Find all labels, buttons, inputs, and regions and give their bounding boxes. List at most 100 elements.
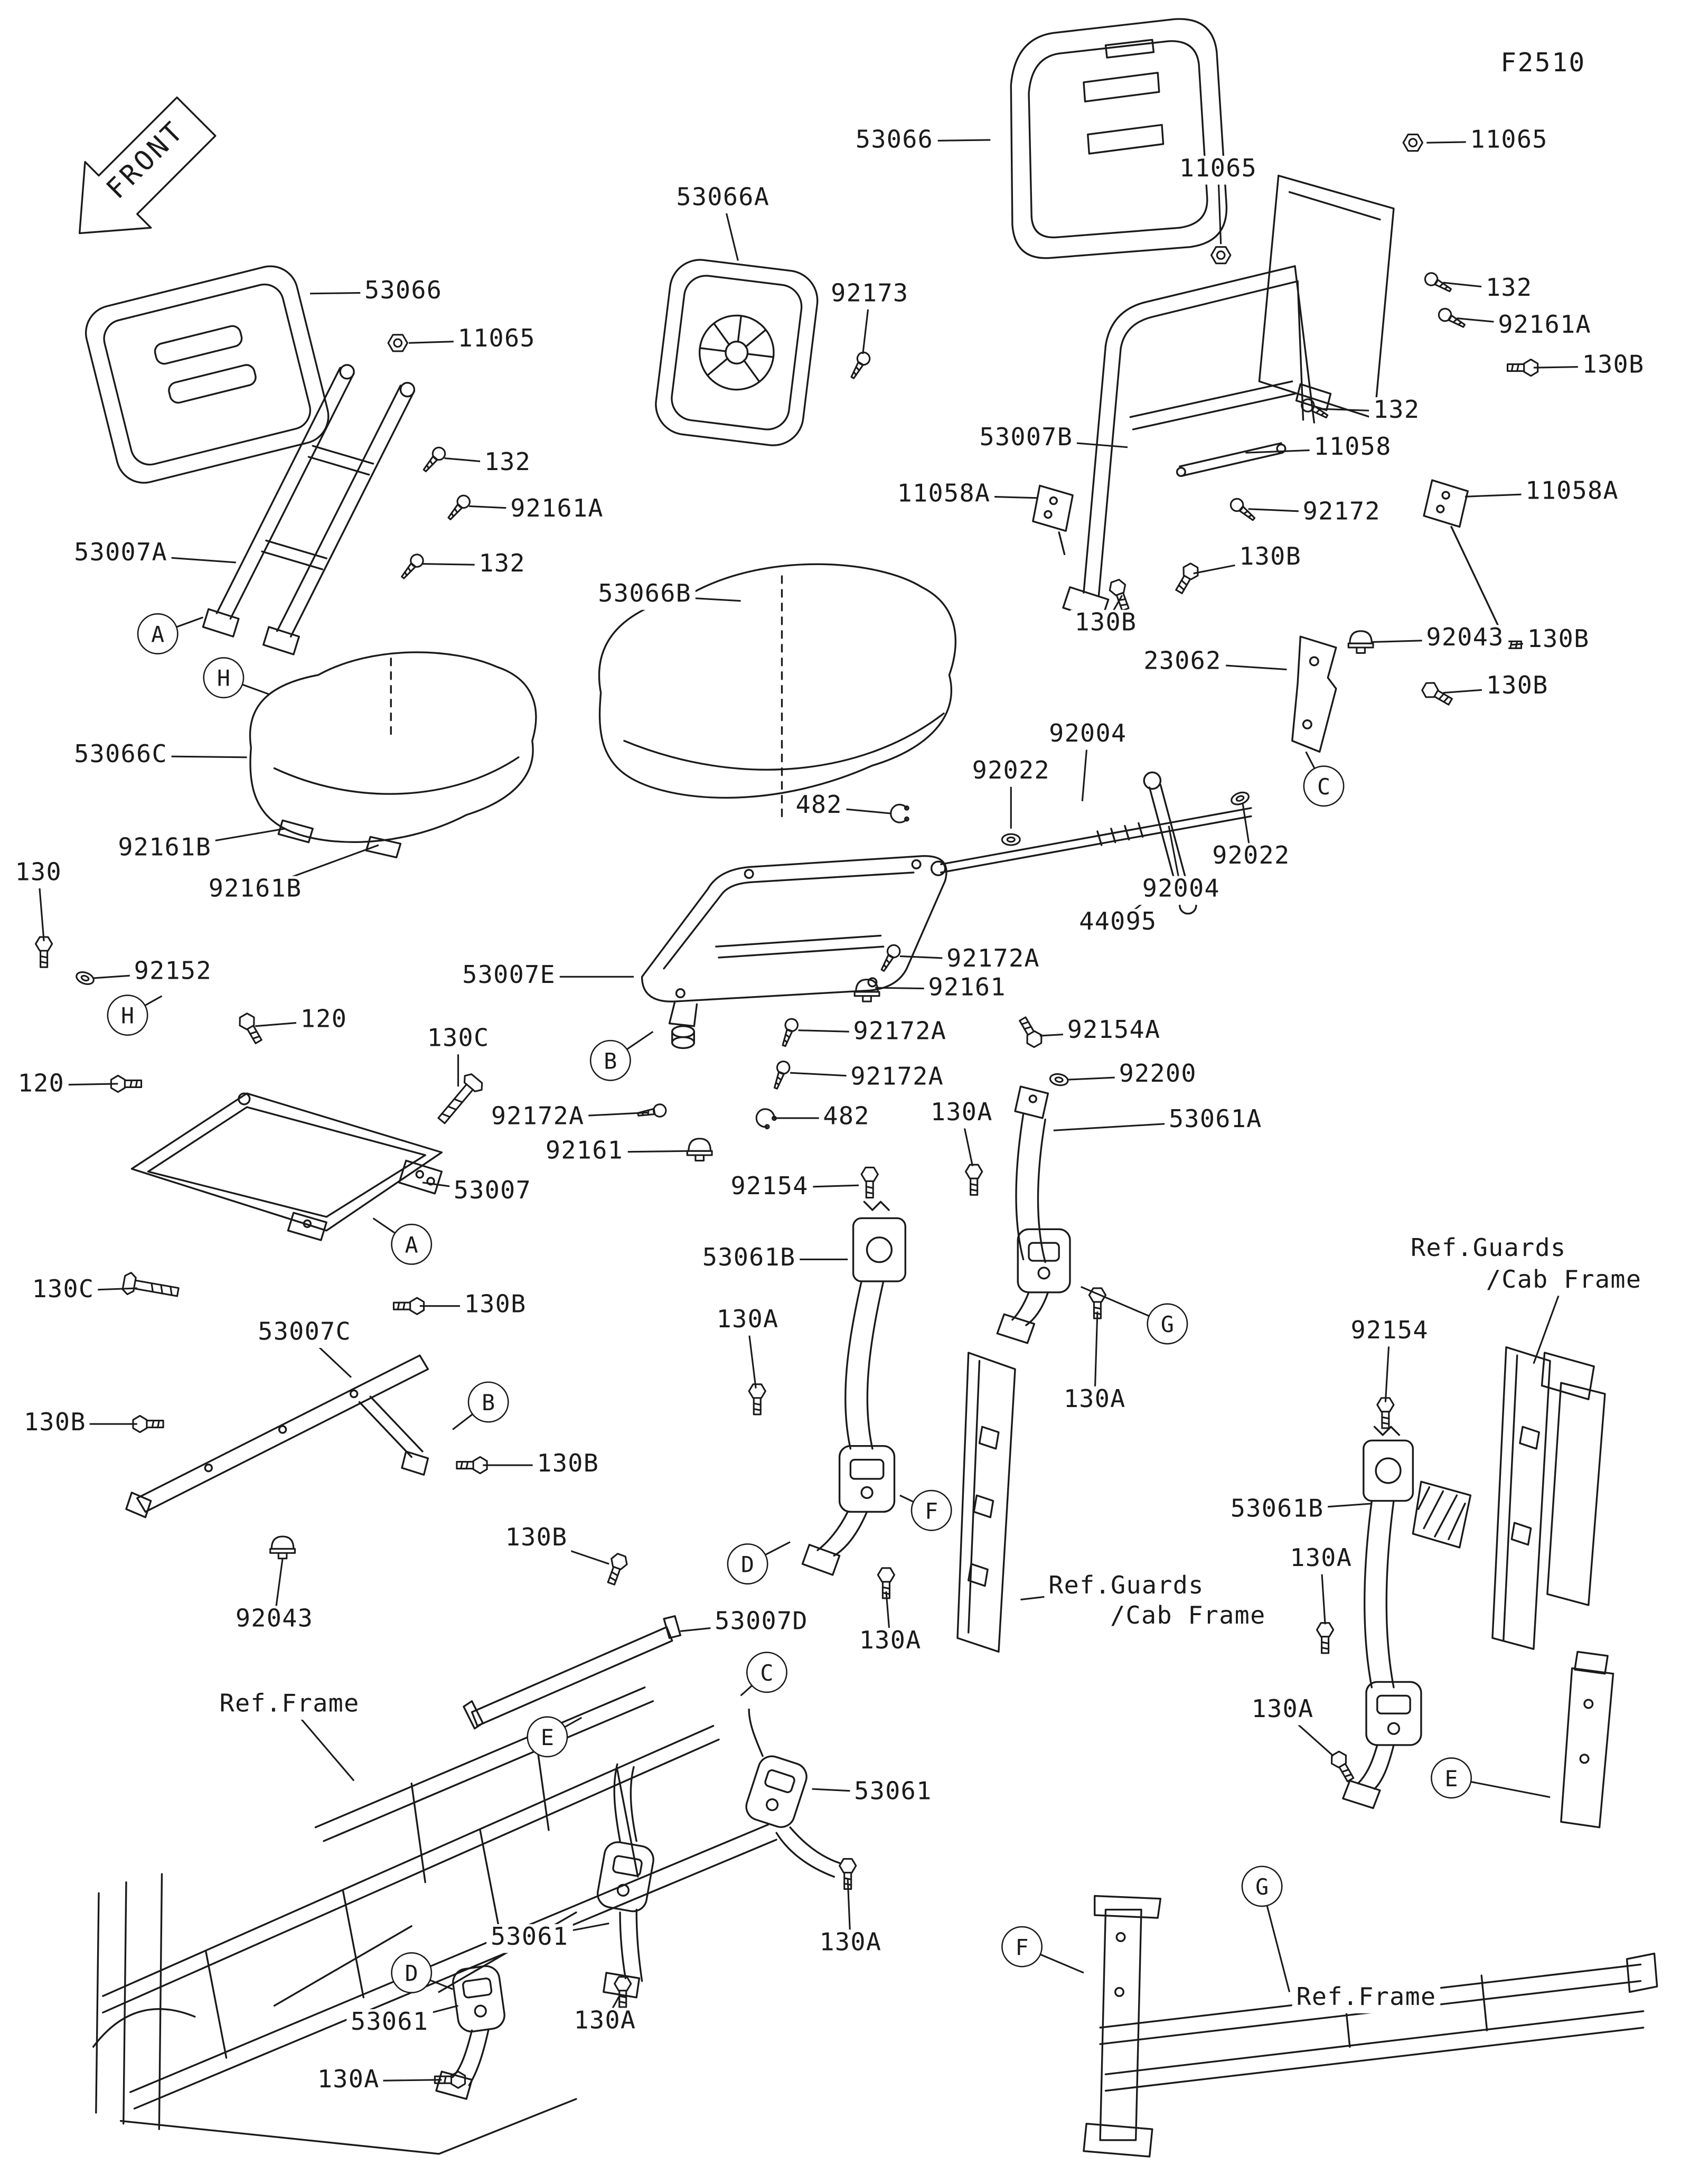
part-label: 53066B — [594, 581, 696, 610]
seatbelt-center-art — [801, 1201, 906, 1576]
part-label: 92154 — [726, 1174, 813, 1203]
part-label: Ref.Guards — [1406, 1235, 1571, 1264]
part-label: 53007E — [458, 962, 560, 991]
page-code: F2510 — [1496, 49, 1590, 80]
seat-back-left-art — [84, 265, 330, 484]
part-label: 53066C — [70, 742, 172, 771]
part-label: 132 — [474, 550, 530, 580]
part-label: 92152 — [129, 958, 216, 987]
view-callout: F — [910, 1489, 952, 1531]
part-label: 130B — [501, 1525, 572, 1554]
seatbelt-right-art — [996, 1085, 1071, 1344]
view-callout: C — [746, 1652, 787, 1693]
part-label: 92004 — [1138, 876, 1224, 905]
part-label: Ref.Frame — [215, 1691, 364, 1720]
part-label: 92172A — [846, 1064, 948, 1093]
part-label: 53061B — [1226, 1496, 1328, 1525]
part-label: 92161B — [114, 835, 215, 864]
part-label: 53061 — [486, 1924, 573, 1953]
part-label: 92043 — [231, 1606, 317, 1635]
part-label: 53066A — [672, 184, 774, 213]
view-callout: B — [467, 1381, 509, 1423]
part-label: 130B — [1235, 544, 1306, 573]
support-bar-art — [463, 1615, 681, 1730]
seat-base-frame-art — [130, 1092, 443, 1241]
part-label: 92172A — [849, 1018, 951, 1047]
part-label: 11058A — [893, 481, 995, 510]
part-label: 11058 — [1309, 434, 1396, 463]
part-label: 130A — [1247, 1696, 1318, 1726]
view-callout: B — [589, 1039, 631, 1081]
part-label: 92043 — [1422, 625, 1508, 654]
part-label: 92161B — [204, 876, 306, 905]
part-label: 130B — [1578, 352, 1649, 381]
seatbelt-far-right-art — [1342, 1426, 1422, 1810]
part-label: 92161 — [541, 1138, 627, 1167]
view-callout: F — [1001, 1926, 1043, 1967]
part-label: 92022 — [968, 758, 1054, 787]
part-label: 53007B — [975, 425, 1077, 454]
view-callout: A — [137, 613, 179, 654]
part-label: 130A — [1285, 1545, 1356, 1574]
part-label: 11065 — [1466, 127, 1552, 156]
part-label: 92172 — [1298, 499, 1385, 528]
part-label: 130B — [1482, 673, 1553, 702]
part-label: 23062 — [1139, 648, 1226, 677]
support-rail-art — [125, 1354, 429, 1519]
part-label: Ref.Guards — [1044, 1573, 1208, 1602]
seat-cushion-left-art — [249, 651, 537, 859]
part-label: 53061 — [346, 2009, 433, 2038]
part-label: 130A — [926, 1099, 997, 1129]
part-label: 53007C — [253, 1319, 355, 1348]
part-label: Ref.Frame — [1292, 1984, 1441, 2013]
part-label: 92154 — [1346, 1317, 1433, 1347]
part-label: 92161A — [506, 496, 608, 525]
part-label: 92022 — [1208, 843, 1294, 872]
part-label: 120 — [296, 1006, 351, 1035]
part-label: 132 — [1369, 397, 1424, 426]
part-label: 92172A — [487, 1103, 589, 1133]
part-label: 130B — [1523, 626, 1594, 655]
part-label: 92200 — [1114, 1061, 1201, 1090]
part-label: 11065 — [453, 326, 540, 355]
view-callout: H — [203, 657, 245, 699]
part-label: 130B — [20, 1409, 90, 1439]
part-label: 130B — [459, 1291, 531, 1320]
seatbelt-buckles-bottom-art — [435, 1708, 841, 2100]
backrest-frame-b-art — [1032, 265, 1502, 632]
part-label: 130C — [422, 1025, 494, 1054]
part-label: 92173 — [827, 280, 913, 310]
part-label: /Cab Frame — [1106, 1603, 1270, 1632]
part-label: 92161A — [1494, 312, 1595, 341]
part-label: 130C — [27, 1277, 99, 1306]
part-label: 130A — [1059, 1386, 1130, 1416]
part-label: 132 — [1481, 275, 1537, 304]
part-label: 132 — [480, 449, 536, 479]
view-callout: E — [527, 1716, 568, 1758]
part-label: 53066 — [360, 278, 447, 307]
guard-pillar-center-art — [956, 1352, 1016, 1653]
part-label: 482 — [819, 1103, 874, 1133]
part-label: 130B — [532, 1450, 604, 1480]
part-label: 482 — [791, 792, 847, 821]
part-label: 92154A — [1063, 1017, 1165, 1046]
seat-frame-rail-art — [641, 855, 947, 1049]
part-label: 92161 — [924, 974, 1010, 1004]
part-label: 53061B — [698, 1245, 800, 1274]
view-callout: G — [1241, 1866, 1283, 1907]
seat-back-rear-art — [1010, 18, 1228, 259]
view-callout: E — [1431, 1757, 1472, 1799]
part-label: 53007D — [710, 1608, 812, 1637]
part-label: 53066 — [851, 127, 937, 156]
view-callout: G — [1147, 1303, 1188, 1345]
part-label: 11058A — [1521, 478, 1623, 507]
part-label: 53007A — [70, 540, 172, 569]
part-label: 130A — [815, 1929, 886, 1958]
part-label: 130A — [569, 2008, 641, 2037]
part-label: 130 — [11, 859, 66, 888]
part-label: /Cab Frame — [1482, 1267, 1646, 1296]
part-label: 44095 — [1075, 908, 1161, 938]
part-label: 120 — [13, 1071, 69, 1100]
